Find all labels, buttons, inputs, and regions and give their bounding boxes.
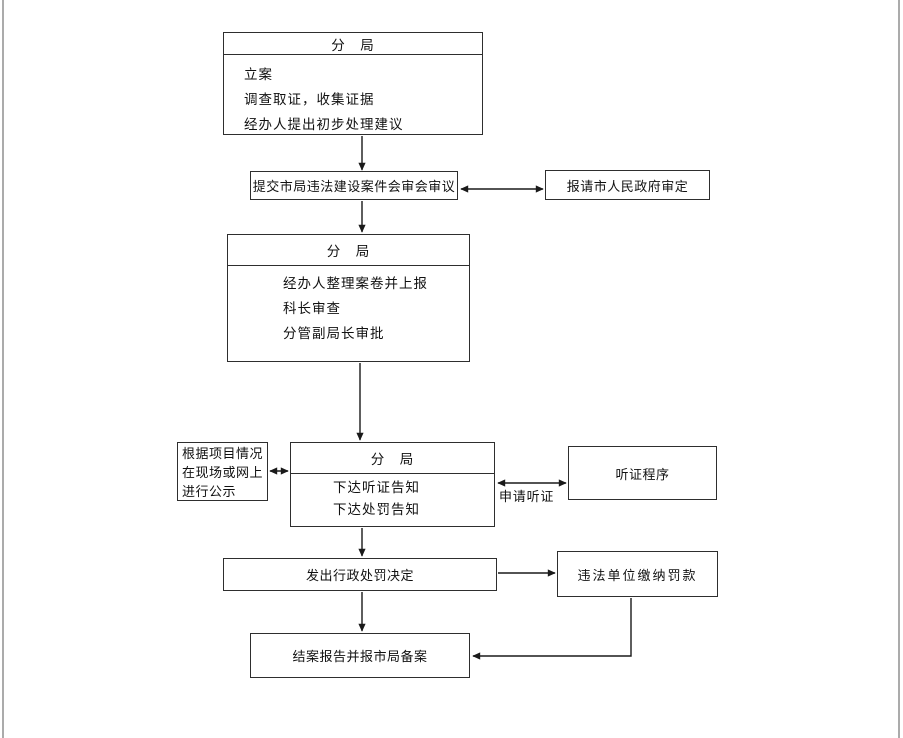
- node-line: 下达听证告知: [333, 480, 420, 495]
- node-branch-notice: 分 局 下达听证告知 下达处罚告知: [290, 442, 495, 527]
- node-branch-report-body: 经办人整理案卷并上报 科长审查 分管副局长审批: [228, 266, 469, 346]
- node-line: 调查取证，收集证据: [244, 92, 375, 107]
- node-label: 违法单位缴纳罚款: [577, 567, 698, 583]
- node-branch-report: 分 局 经办人整理案卷并上报 科长审查 分管副局长审批: [227, 234, 470, 362]
- node-label: 发出行政处罚决定: [305, 568, 414, 583]
- page-edge-left: [2, 0, 4, 738]
- node-line: 立案: [244, 67, 273, 82]
- node-branch-report-header: 分 局: [228, 235, 469, 266]
- node-report-gov: 报请市人民政府审定: [545, 170, 710, 200]
- node-branch-filing-body: 立案 调查取证，收集证据 经办人提出初步处理建议: [224, 55, 482, 137]
- node-line: 分管副局长审批: [283, 326, 385, 341]
- node-line: 根据项目情况: [182, 446, 264, 461]
- node-pay-fine: 违法单位缴纳罚款: [557, 551, 718, 597]
- node-label: 提交市局违法建设案件会审会审议: [252, 179, 456, 194]
- node-label: 听证程序: [615, 466, 670, 482]
- arrow-payfine-to-closing-elbow: [472, 598, 632, 660]
- node-label: 结案报告并报市局备案: [292, 649, 428, 664]
- node-closing-report: 结案报告并报市局备案: [250, 633, 470, 678]
- edge-label-apply-hearing: 申请听证: [499, 489, 555, 504]
- node-branch-notice-body: 下达听证告知 下达处罚告知: [291, 474, 494, 521]
- node-line: 下达处罚告知: [333, 502, 420, 517]
- node-line: 经办人提出初步处理建议: [244, 117, 404, 132]
- node-line: 在现场或网上: [182, 465, 264, 480]
- node-submit-review: 提交市局违法建设案件会审会审议: [250, 171, 458, 200]
- node-hearing-procedure: 听证程序: [568, 446, 717, 500]
- node-line: 进行公示: [182, 484, 237, 499]
- node-line: 科长审查: [283, 301, 341, 316]
- node-branch-filing: 分 局 立案 调查取证，收集证据 经办人提出初步处理建议: [223, 32, 483, 135]
- node-publicity: 根据项目情况 在现场或网上 进行公示: [177, 442, 268, 501]
- node-penalty-decision: 发出行政处罚决定: [223, 558, 497, 591]
- node-label: 报请市人民政府审定: [566, 178, 689, 194]
- node-branch-filing-header: 分 局: [224, 33, 482, 55]
- node-line: 经办人整理案卷并上报: [283, 276, 428, 291]
- page-edge-right: [898, 0, 900, 738]
- node-branch-notice-header: 分 局: [291, 443, 494, 474]
